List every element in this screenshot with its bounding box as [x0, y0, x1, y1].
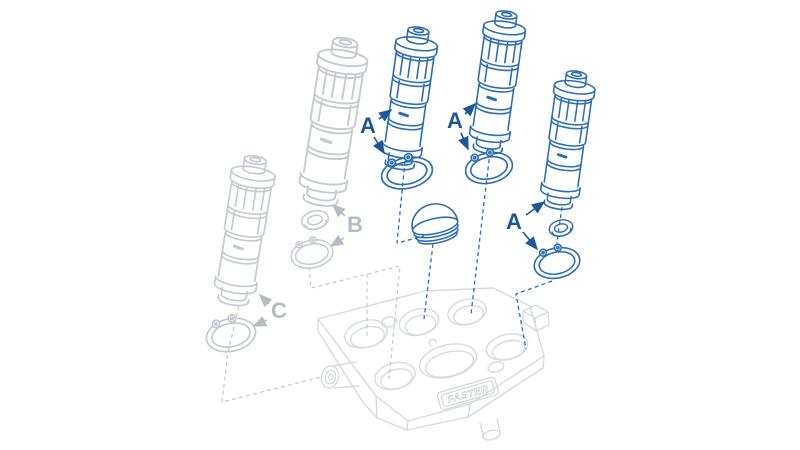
- callout-a1: A: [360, 109, 393, 155]
- callout-c-label: C: [271, 298, 287, 323]
- snap-ring-a3: [529, 239, 584, 284]
- coupling-cartridge-a2: [464, 6, 530, 158]
- manifold-port-small-2: [487, 361, 505, 373]
- callout-a2-arrow-ring: [458, 132, 469, 151]
- callout-a1-arrow-part: [378, 109, 393, 122]
- leader-line-cap: [423, 243, 434, 320]
- callout-a2-arrow-part: [462, 102, 477, 117]
- leader-line-a1: [396, 160, 425, 244]
- callout-a3-arrow-ring: [522, 231, 539, 251]
- snap-ring-b: [287, 232, 337, 273]
- manifold-stud: [479, 418, 501, 441]
- manifold-port-top-left: [344, 319, 388, 349]
- manifold-port-top-middle: [398, 307, 440, 337]
- leader-line-b: [308, 265, 401, 380]
- brand-plate: FASTER: [436, 376, 500, 411]
- manifold-block: FASTER: [317, 287, 550, 441]
- callout-c-arrow-ring: [252, 315, 268, 327]
- callout-a1-arrow-ring: [372, 136, 385, 155]
- manifold-port-top-right: [447, 298, 487, 326]
- manifold-tab: [522, 304, 550, 332]
- callout-b-arrow-ring: [329, 234, 345, 247]
- coupling-cartridge-a1: [376, 22, 442, 174]
- coupling-cartridge-c: [209, 151, 280, 310]
- callout-a1-label: A: [360, 113, 376, 138]
- callout-b: B: [329, 203, 363, 247]
- callout-a3: A: [506, 201, 546, 251]
- callout-a2-label: A: [447, 108, 463, 133]
- manifold-side-port: [320, 361, 359, 389]
- leader-line-c: [221, 305, 322, 403]
- callout-a3-label: A: [506, 209, 522, 234]
- callout-c-arrow-part: [258, 293, 273, 308]
- callout-b-arrow-part: [331, 203, 346, 218]
- leader-line-a3-lower: [515, 280, 553, 350]
- manifold-port-right: [485, 333, 529, 361]
- manifold-port-bottom-left: [374, 361, 416, 391]
- callout-b-label: B: [347, 212, 363, 237]
- cap-plug: [411, 203, 459, 245]
- leader-line-a3-upper: [555, 206, 563, 250]
- coupling-cartridge-a3: [535, 66, 599, 214]
- snap-ring-c: [201, 309, 260, 357]
- o-ring-b: [299, 207, 331, 233]
- callout-a3-arrow-part: [525, 201, 546, 216]
- callout-c: C: [252, 293, 287, 327]
- leader-line-a2: [470, 151, 491, 315]
- o-ring-a3: [547, 217, 575, 240]
- callout-a2: A: [447, 102, 477, 151]
- manifold-port-small-1: [380, 316, 398, 328]
- snap-ring-a1: [377, 148, 437, 195]
- manifold-port-center: [418, 338, 478, 379]
